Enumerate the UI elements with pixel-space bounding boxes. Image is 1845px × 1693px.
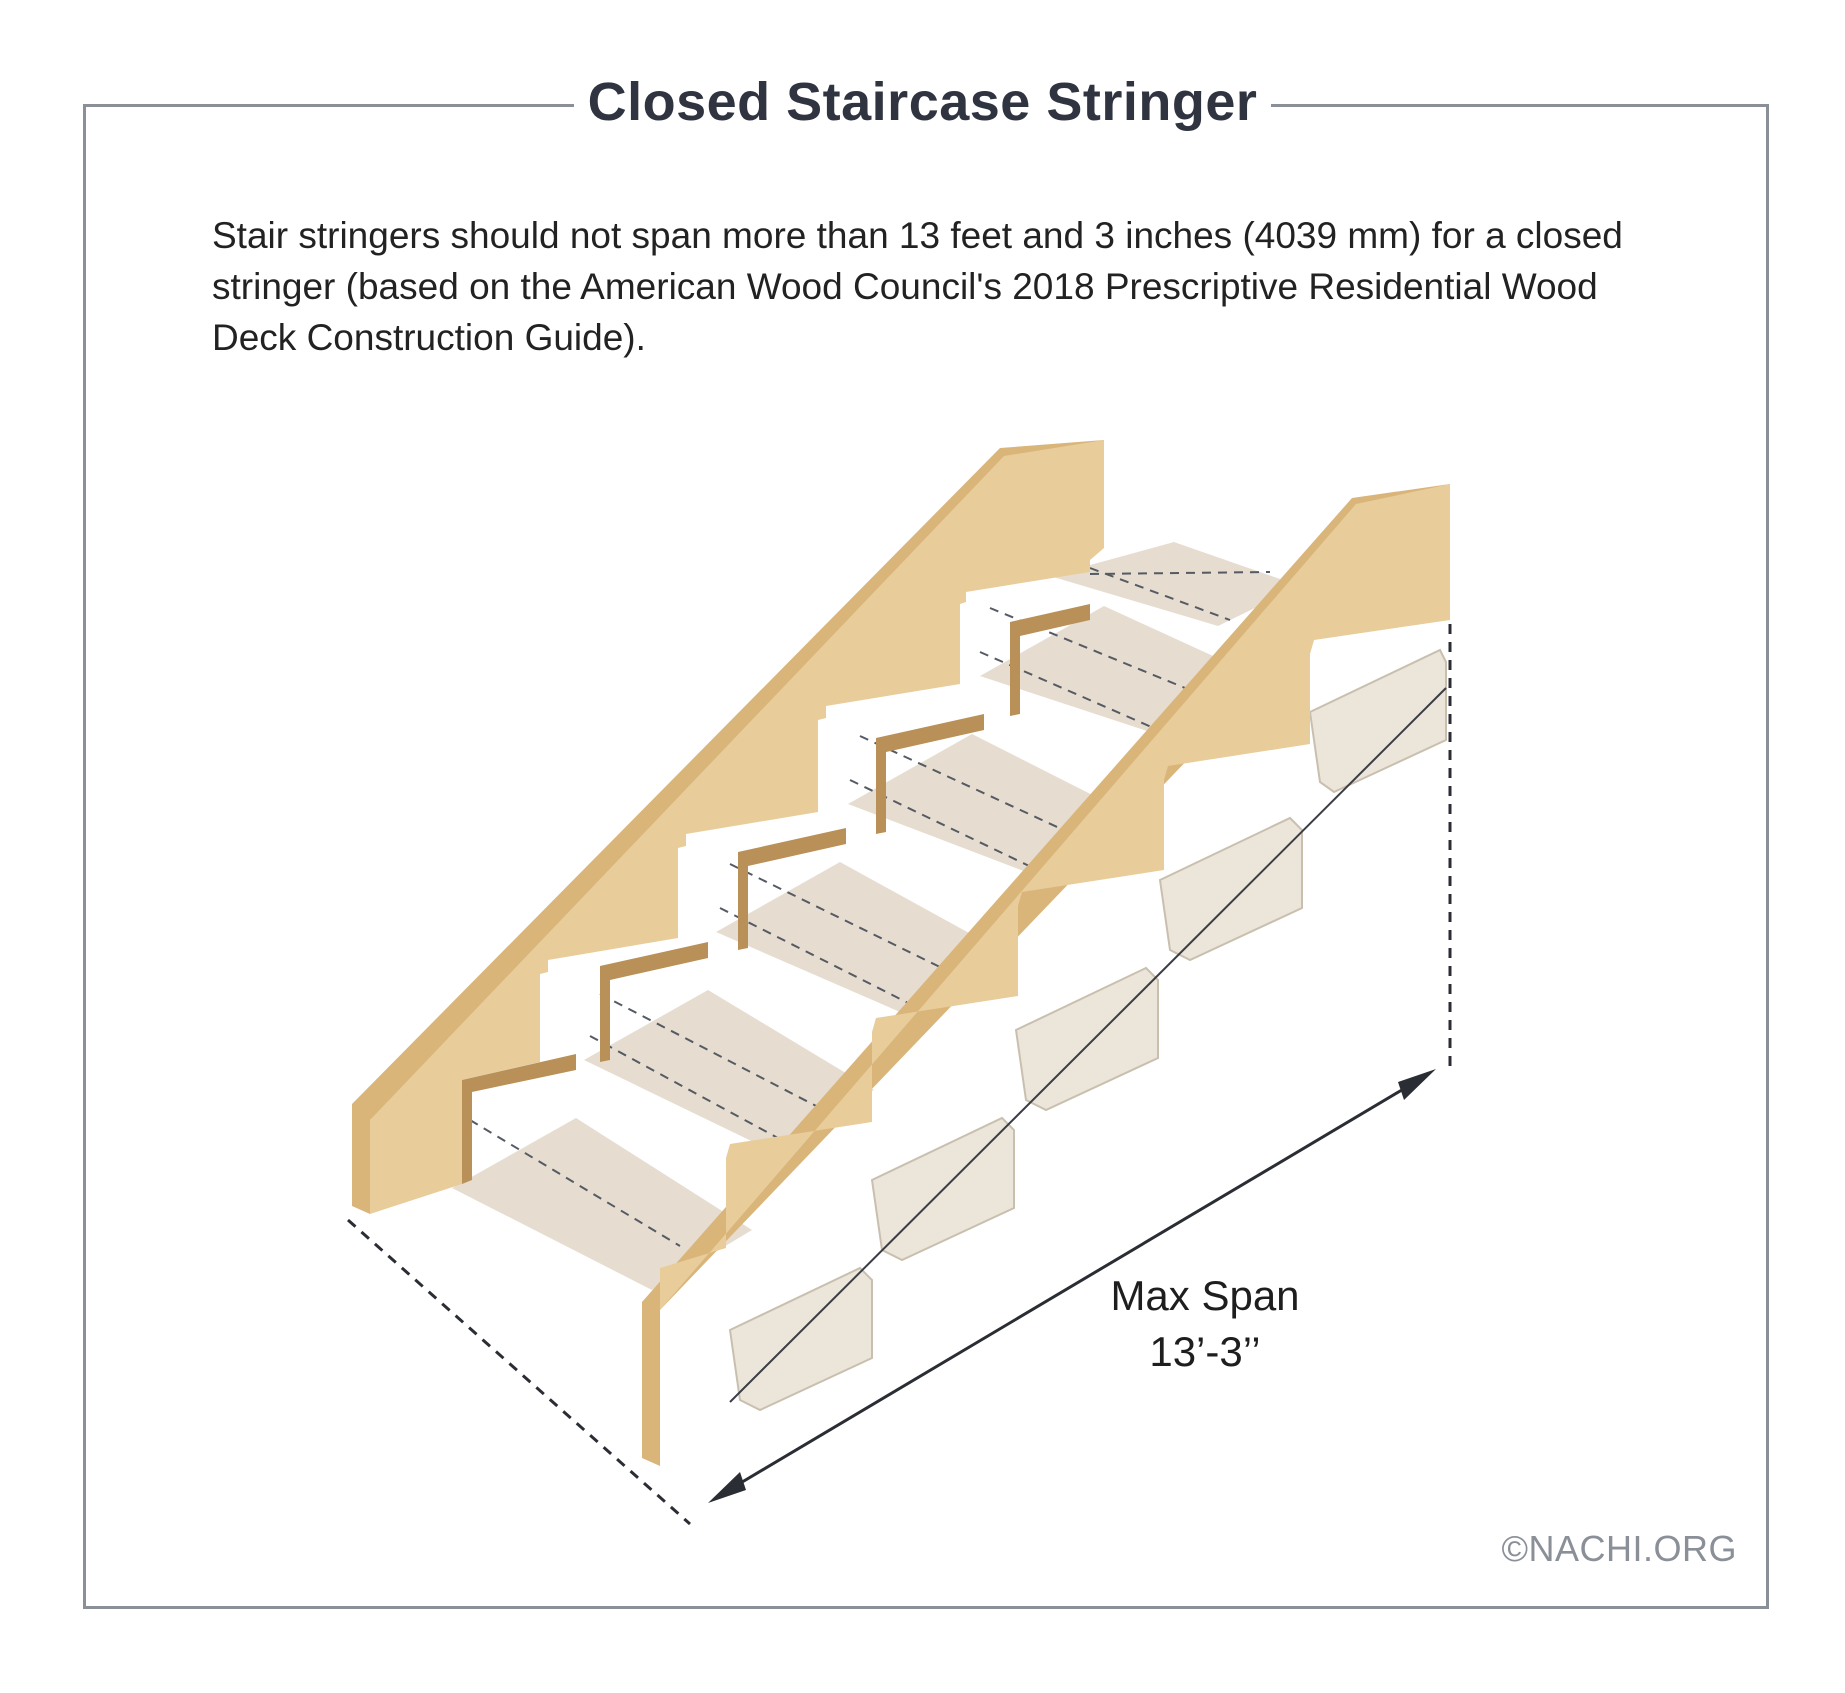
right-stringer-bottom-line — [729, 687, 1447, 1403]
right-stringer — [642, 484, 1450, 1466]
cleat-5 — [1308, 648, 1447, 794]
cleat-1 — [728, 1266, 873, 1412]
max-span-label-line2: 13’-3’’ — [1149, 1328, 1261, 1375]
left-stringer-face — [370, 440, 1104, 1214]
tread-1 — [452, 1118, 752, 1290]
left-stringer-notch-2 — [600, 942, 708, 1062]
max-span-label: Max Span 13’-3’’ — [1080, 1268, 1330, 1380]
cleat-3 — [1014, 966, 1159, 1112]
dimension-arrowheads — [708, 1069, 1436, 1503]
right-stringer-end — [642, 1310, 660, 1466]
cleat-4 — [1158, 816, 1303, 962]
left-stringer-notch-4 — [876, 714, 984, 834]
left-stringer-notch-3 — [738, 828, 846, 950]
left-stringer — [352, 440, 1104, 1214]
left-stringer-notch-1 — [462, 1054, 576, 1184]
right-stringer-face — [660, 484, 1450, 1466]
arrowhead-top — [1398, 1069, 1436, 1100]
tread-6 — [1050, 542, 1300, 626]
tread-2 — [584, 990, 874, 1152]
arrowhead-bottom — [708, 1472, 746, 1503]
max-span-label-line1: Max Span — [1110, 1272, 1300, 1319]
tread-3 — [716, 862, 1000, 1012]
span-dimension-line — [721, 1076, 1423, 1496]
copyright-text: ©NACHI.ORG — [1501, 1528, 1737, 1569]
left-stringer-end — [352, 1120, 370, 1214]
left-extension-line — [347, 1218, 691, 1526]
dimension-guides — [347, 624, 1452, 1526]
right-stringer-cleats — [728, 648, 1447, 1412]
description-text: Stair stringers should not span more tha… — [212, 215, 1623, 358]
left-stringer-notch-5 — [1010, 604, 1090, 716]
